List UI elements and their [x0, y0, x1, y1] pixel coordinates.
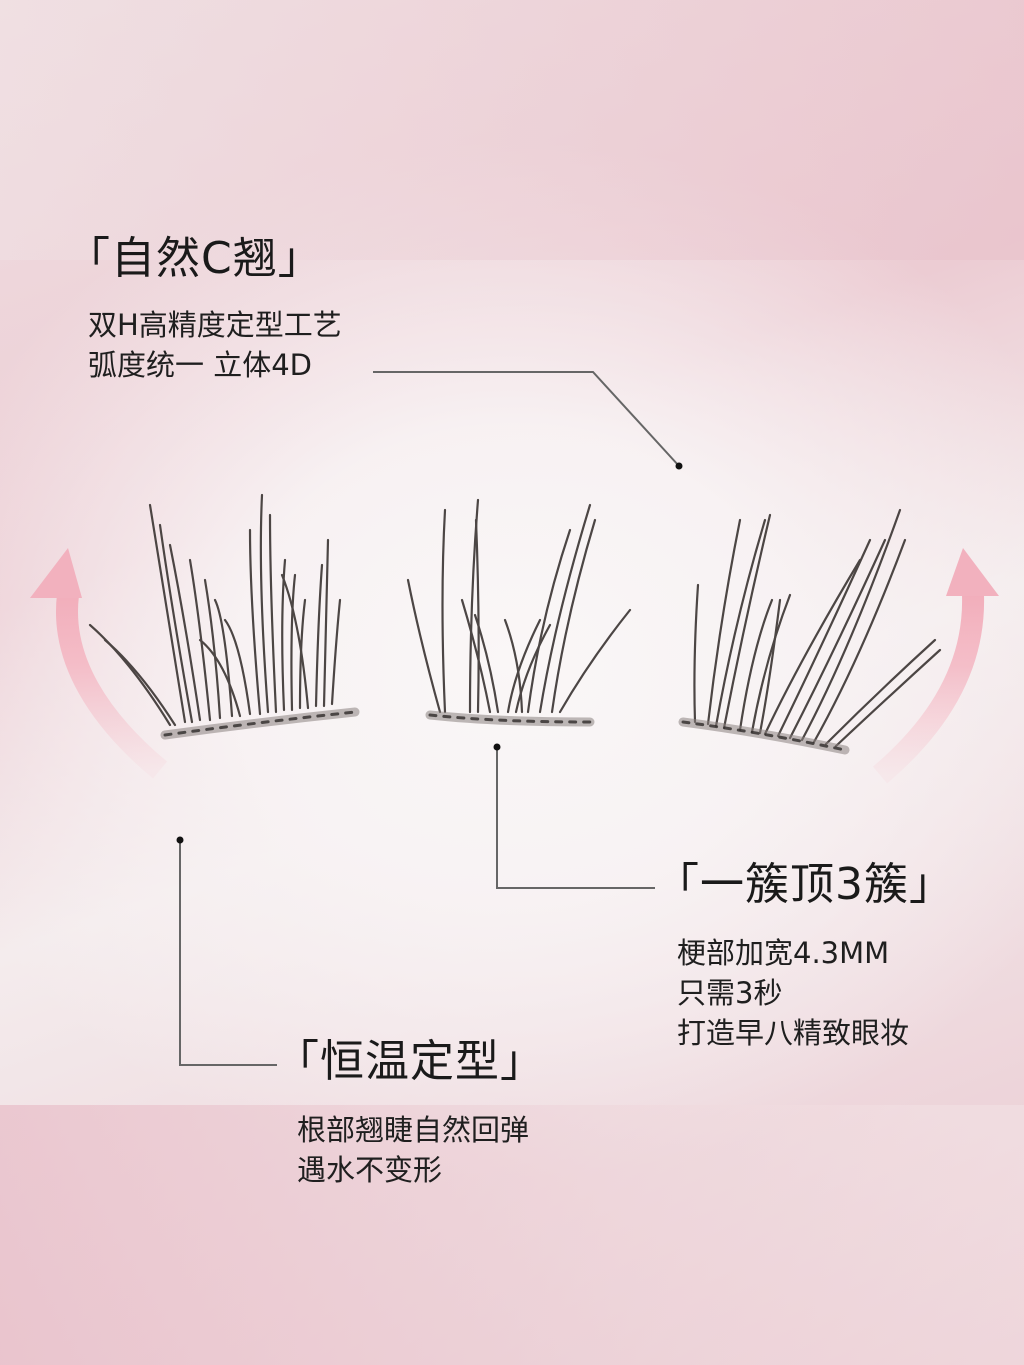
callout-line-c-curl — [373, 371, 683, 470]
feature-one-for-three: 「一簇顶3簇」 梗部加宽4.3MM 只需3秒 打造早八精致眼妆 — [655, 863, 954, 1053]
middle-lash-cluster — [406, 498, 632, 727]
feature-title: 「自然C翘」 — [66, 233, 323, 284]
feature-line: 只需3秒 — [677, 976, 783, 1010]
feature-title: 「一簇顶3簇」 — [655, 859, 954, 910]
callout-line-one-for-three — [493, 743, 655, 889]
feature-line: 打造早八精致眼妆 — [677, 1016, 910, 1050]
feature-line: 根部翘睫自然回弹 — [297, 1113, 530, 1147]
left-curved-arrow-icon — [30, 548, 168, 779]
feature-c-curl: 「自然C翘」 双H高精度定型工艺 弧度统一 立体4D — [66, 237, 342, 385]
right-lash-cluster — [678, 508, 942, 755]
feature-thermal-set: 「恒温定型」 根部翘睫自然回弹 遇水不变形 — [275, 1040, 545, 1190]
feature-title: 「恒温定型」 — [275, 1036, 545, 1087]
left-lash-cluster — [88, 493, 360, 740]
right-curved-arrow-icon — [872, 548, 999, 784]
feature-line: 遇水不变形 — [297, 1153, 443, 1187]
feature-line: 双H高精度定型工艺 — [88, 308, 342, 342]
feature-line: 梗部加宽4.3MM — [677, 936, 890, 970]
feature-line: 弧度统一 立体4D — [88, 348, 312, 382]
callout-line-thermal-set — [176, 836, 277, 1066]
